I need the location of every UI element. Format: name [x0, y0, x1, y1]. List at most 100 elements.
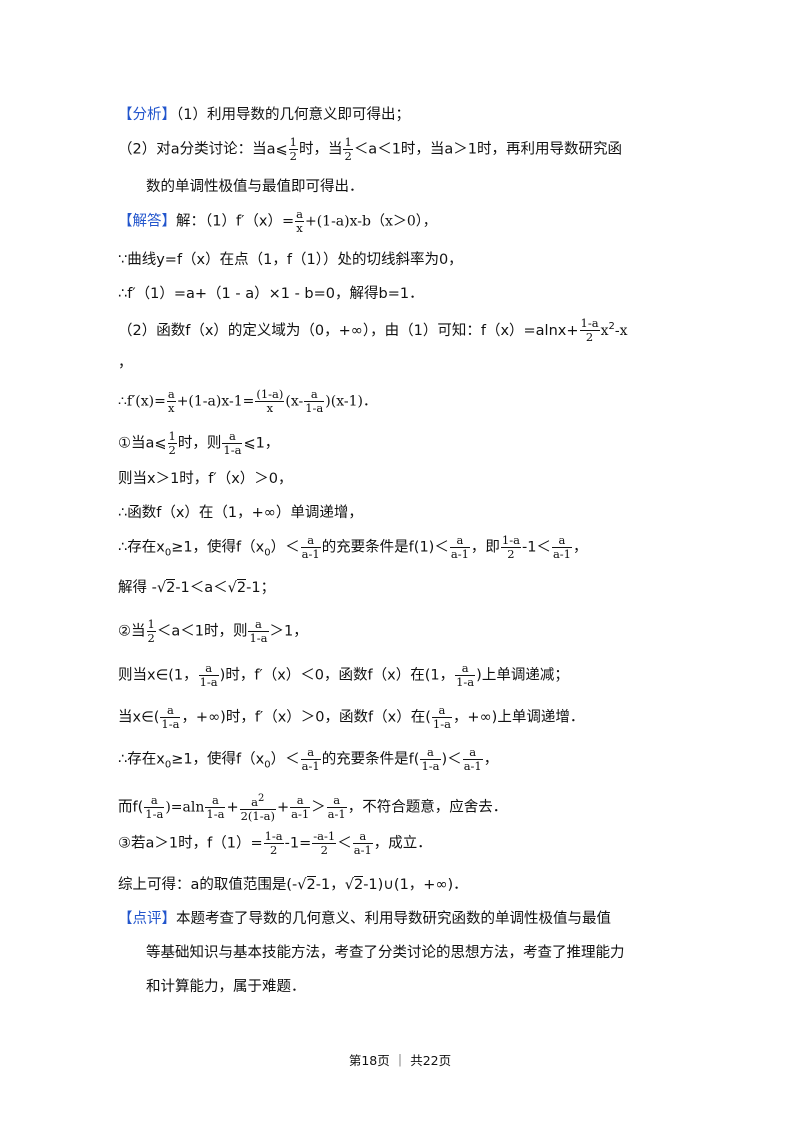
answer-text: ＜a＜1时，则 — [156, 623, 248, 640]
answer-text: 的充要条件是f( — [321, 751, 420, 768]
frac-num: a — [551, 534, 572, 548]
frac-num: 1-a — [579, 316, 600, 332]
subscript: 0 — [164, 547, 172, 559]
subscript: 0 — [164, 759, 172, 771]
frac-den: 2 — [320, 843, 328, 857]
answer-text: ）＜ — [270, 751, 300, 768]
answer-text: ∴f′（1）=a+（1 - a）×1 - b=0，解得b=1． — [118, 286, 424, 302]
frac-num: a — [205, 793, 226, 808]
answer-text: ≥1，使得f（x — [171, 539, 265, 556]
answer-text: -1； — [246, 580, 276, 596]
frac-den: 1-a — [161, 717, 180, 731]
frac-den: 1-a — [199, 675, 218, 689]
frac-num: 1 — [288, 135, 298, 150]
frac-num: a — [248, 618, 269, 632]
answer-line-2: ∵曲线y=f（x）在点（1，f（1））处的切线斜率为0， — [118, 247, 700, 273]
answer-text: 的充要条件是f(1)＜ — [321, 539, 449, 556]
answer-line-3: ∴f′（1）=a+（1 - a）×1 - b=0，解得b=1． — [118, 281, 700, 307]
answer-text: (x- — [285, 393, 304, 410]
answer-text: ＞ — [311, 799, 326, 816]
frac-num: a — [222, 430, 243, 444]
answer-text: 时，则 — [177, 435, 222, 452]
frac-den: a-1 — [450, 547, 469, 561]
frac-den: 2 — [585, 330, 594, 345]
case-1-line-3: ∴函数f（x）在（1，+∞）单调递增， — [118, 500, 700, 526]
frac-den: x — [266, 401, 274, 415]
frac-den: a-1 — [301, 547, 320, 561]
exponent: 2 — [608, 321, 615, 332]
frac-num: a — [295, 207, 304, 222]
frac-den: a-1 — [291, 806, 310, 821]
frac-den: a-1 — [463, 759, 482, 773]
frac-den: x — [168, 401, 175, 415]
frac-den: 2 — [289, 149, 297, 163]
frac-num: 1 — [343, 135, 353, 150]
sqrt-radicand: 2 — [353, 876, 364, 893]
answer-text: )上单调递减； — [476, 667, 569, 684]
answer-text: ＞1， — [269, 623, 308, 640]
frac-num: 1-a — [263, 829, 284, 844]
frac-num: a — [352, 830, 373, 844]
answer-text: ， — [483, 751, 499, 768]
answer-text: ， — [118, 355, 133, 371]
subscript: 0 — [264, 759, 271, 771]
answer-text: ∵曲线y=f（x）在点（1，f（1））处的切线斜率为0， — [118, 252, 463, 268]
answer-text: x — [600, 322, 609, 339]
frac-num-base: a — [251, 794, 259, 809]
answer-text: ）＜ — [270, 539, 300, 556]
answer-text: ②当 — [118, 623, 146, 640]
review-line-2: 等基础知识与基本技能方法，考查了分类讨论的思想方法，考查了推理能力 — [146, 940, 700, 966]
footer-text: 页 ｜ 共 — [377, 1053, 423, 1068]
analysis-text-1: （1）利用导数的几何意义即可得出； — [176, 107, 410, 123]
frac-num: a — [420, 746, 441, 760]
analysis-line-3: 数的单调性极值与最值即可得出． — [146, 174, 700, 200]
analysis-text-2c: ＜a＜1时，当a＞1时，再利用导数研究函 — [353, 141, 623, 158]
footer-text: 第 — [348, 1053, 362, 1068]
frac-den: 2 — [344, 149, 352, 163]
frac-num: a — [290, 793, 311, 808]
frac-num: a2 — [239, 792, 276, 810]
frac-num: a — [166, 387, 176, 402]
answer-text: 解得 -√ — [118, 580, 167, 596]
page-footer: 第18页 ｜ 共22页 — [0, 1050, 800, 1069]
review-text: 等基础知识与基本技能方法，考查了分类讨论的思想方法，考查了推理能力 — [146, 945, 625, 961]
answer-text: + — [226, 799, 239, 816]
review-text: 本题考查了导数的几何意义、利用导数研究函数的单调性极值与最值 — [176, 911, 611, 927]
answer-text: )＜ — [441, 751, 462, 768]
answer-text: ， — [573, 539, 588, 556]
frac-den: x — [296, 221, 303, 235]
frac-den: 1-a — [432, 717, 451, 731]
frac-num: (1-a) — [255, 387, 285, 402]
answer-line-5: ， — [118, 350, 700, 376]
answer-text: ≥1，使得f（x — [171, 751, 265, 768]
answer-text: -1＜a＜√ — [175, 580, 237, 596]
fraction-1-minus-a-over-x: (1-a)x — [255, 387, 285, 415]
review-line-1: 【点评】本题考查了导数的几何意义、利用导数研究函数的单调性极值与最值 — [118, 906, 700, 932]
frac-num: a — [144, 793, 165, 808]
frac-num: a — [160, 704, 181, 718]
answer-text: ＜ — [337, 835, 352, 852]
review-line-3: 和计算能力，属于难题． — [146, 974, 700, 1000]
sqrt-radicand: 2 — [306, 876, 316, 893]
answer-text: -1，√ — [315, 877, 354, 893]
